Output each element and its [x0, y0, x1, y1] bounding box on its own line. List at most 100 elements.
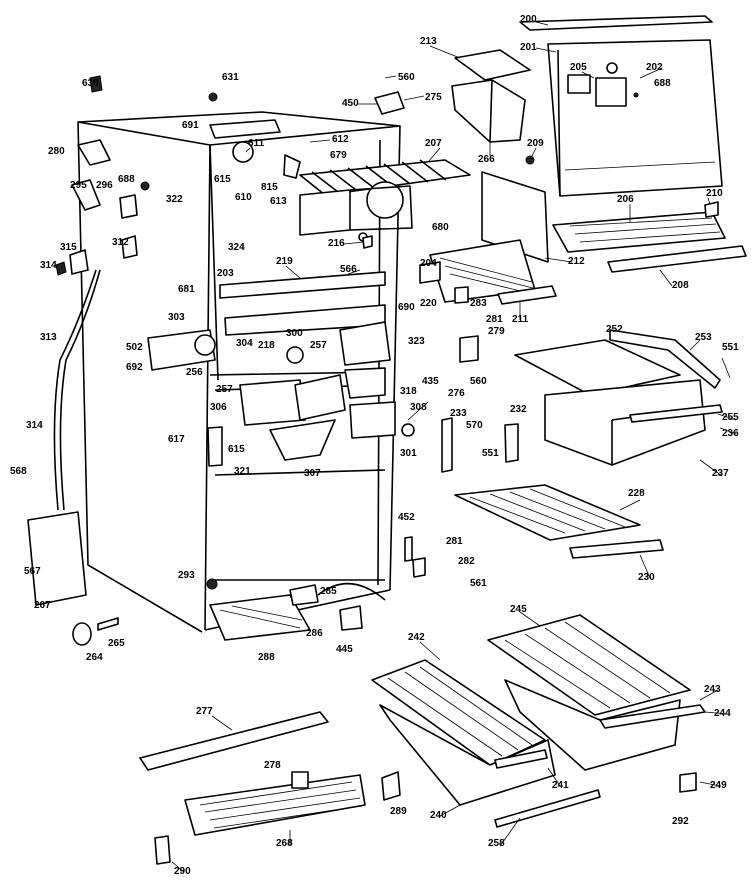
part-labels: 200 201 202 205 688 213 560 450 275 266 …: [10, 14, 739, 877]
part-label-285: 285: [320, 586, 337, 597]
part-label-681: 681: [178, 284, 195, 295]
part-label-242: 242: [408, 632, 425, 643]
part-label-228: 228: [628, 488, 645, 499]
part-label-692: 692: [126, 362, 143, 373]
part-label-615-b: 615: [228, 444, 245, 455]
crisper-drawer-part: [371, 614, 706, 806]
part-label-219: 219: [276, 256, 293, 267]
evaporator-assembly-part: [209, 119, 471, 242]
part-label-209: 209: [527, 138, 544, 149]
part-label-445: 445: [336, 644, 353, 655]
part-label-551-b: 551: [482, 448, 499, 459]
part-label-315: 315: [60, 242, 77, 253]
small-parts: [55, 75, 719, 590]
part-label-205: 205: [570, 62, 587, 73]
part-label-240: 240: [430, 810, 447, 821]
freezer-door-part: [519, 15, 723, 197]
part-label-264: 264: [86, 652, 103, 663]
part-label-289: 289: [390, 806, 407, 817]
freezer-shelf-part: [429, 171, 747, 305]
part-label-201: 201: [520, 42, 537, 53]
part-label-257-b: 257: [216, 384, 233, 395]
part-label-567: 567: [24, 566, 41, 577]
part-label-283: 283: [470, 298, 487, 309]
part-label-308: 308: [410, 402, 427, 413]
part-label-220: 220: [420, 298, 437, 309]
part-label-257: 257: [310, 340, 327, 351]
part-label-232: 232: [510, 404, 527, 415]
part-label-276: 276: [448, 388, 465, 399]
part-label-280: 280: [48, 146, 65, 157]
part-label-290: 290: [174, 866, 191, 877]
part-label-688-b: 688: [118, 174, 135, 185]
part-label-560: 560: [398, 72, 415, 83]
part-label-815: 815: [261, 182, 278, 193]
part-label-568: 568: [10, 466, 27, 477]
part-label-304: 304: [236, 338, 253, 349]
part-label-275: 275: [425, 92, 442, 103]
part-label-265: 265: [108, 638, 125, 649]
part-label-561: 561: [470, 578, 487, 589]
part-label-208: 208: [672, 280, 689, 291]
part-label-243: 243: [704, 684, 721, 695]
part-label-631: 631: [222, 72, 239, 83]
part-label-303: 303: [168, 312, 185, 323]
fresh-food-shelf-part: [454, 484, 664, 559]
part-label-313: 313: [40, 332, 57, 343]
part-label-293: 293: [178, 570, 195, 581]
part-label-279: 279: [488, 326, 505, 337]
part-label-560-b: 560: [470, 376, 487, 387]
part-label-212: 212: [568, 256, 585, 267]
part-label-237: 237: [712, 468, 729, 479]
part-label-612: 612: [332, 134, 349, 145]
part-label-312: 312: [112, 237, 129, 248]
part-label-282: 282: [458, 556, 475, 567]
part-label-256: 256: [186, 367, 203, 378]
part-label-255: 255: [722, 412, 739, 423]
part-label-236: 236: [722, 428, 739, 439]
part-label-452: 452: [398, 512, 415, 523]
part-label-258: 258: [488, 838, 505, 849]
part-label-268: 268: [276, 838, 293, 849]
part-label-202: 202: [646, 62, 663, 73]
part-label-323: 323: [408, 336, 425, 347]
part-label-277: 277: [196, 706, 213, 717]
part-label-611: 611: [248, 138, 265, 149]
part-label-278: 278: [264, 760, 281, 771]
part-label-300: 300: [286, 328, 303, 339]
part-label-296: 296: [96, 180, 113, 191]
part-label-252: 252: [606, 324, 623, 335]
lower-trim-part: [72, 617, 697, 865]
part-label-691: 691: [182, 120, 199, 131]
part-label-617: 617: [168, 434, 185, 445]
part-label-314: 314: [40, 260, 57, 271]
part-label-295: 295: [70, 180, 87, 191]
part-label-630: 630: [82, 78, 99, 89]
part-label-613: 613: [270, 196, 287, 207]
part-label-307: 307: [304, 468, 321, 479]
part-label-203: 203: [217, 268, 234, 279]
part-label-253: 253: [695, 332, 712, 343]
part-label-314-b: 314: [26, 420, 43, 431]
part-label-322: 322: [166, 194, 183, 205]
part-label-210: 210: [706, 188, 723, 199]
part-label-286: 286: [306, 628, 323, 639]
part-label-321: 321: [234, 466, 251, 477]
part-label-615: 615: [214, 174, 231, 185]
part-label-216: 216: [328, 238, 345, 249]
part-label-570: 570: [466, 420, 483, 431]
part-label-230: 230: [638, 572, 655, 583]
part-label-610: 610: [235, 192, 252, 203]
part-label-233: 233: [450, 408, 467, 419]
part-label-213: 213: [420, 36, 437, 47]
part-label-267: 267: [34, 600, 51, 611]
part-label-690: 690: [398, 302, 415, 313]
part-label-206: 206: [617, 194, 634, 205]
part-label-207: 207: [425, 138, 442, 149]
part-label-679: 679: [330, 150, 347, 161]
part-label-292: 292: [672, 816, 689, 827]
part-label-318: 318: [400, 386, 417, 397]
bottom-tray-part: [209, 582, 386, 641]
part-label-324: 324: [228, 242, 245, 253]
